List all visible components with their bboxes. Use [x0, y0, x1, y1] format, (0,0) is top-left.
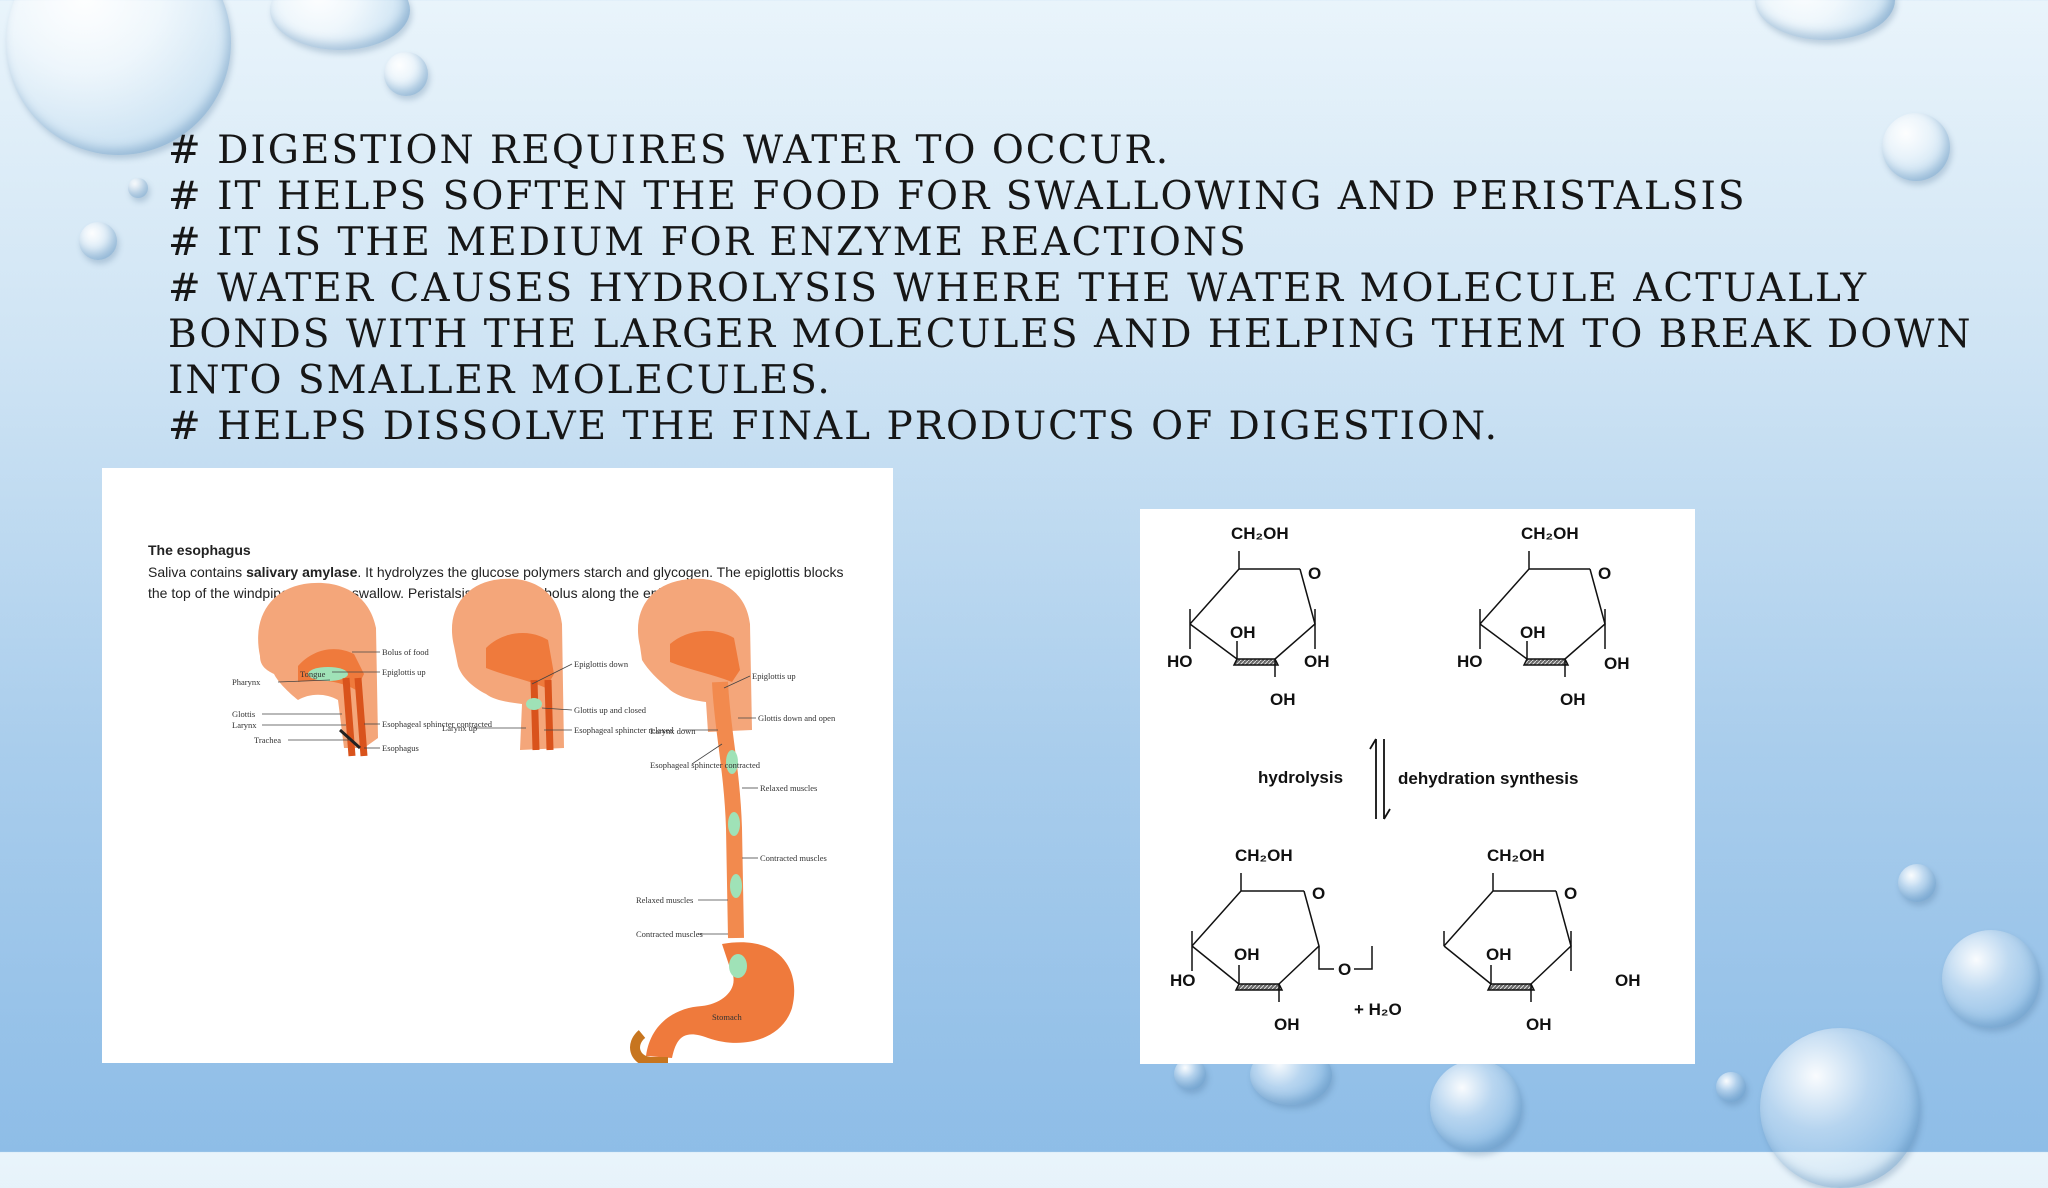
label-sphincter-contracted-3: Esophageal sphincter contracted [650, 760, 761, 770]
label-relaxed-muscles-2: Relaxed muscles [636, 895, 693, 905]
head-profile-2 [451, 578, 564, 751]
bullet-item: # It helps soften the food for swallowin… [168, 174, 1747, 219]
oh-label: OH [1274, 1015, 1300, 1034]
ch2oh-label: CH₂OH [1521, 524, 1579, 543]
oh-label: OH [1604, 654, 1630, 673]
maltose-molecule [1191, 873, 1572, 1002]
label-larynx-down: Larynx down [650, 726, 696, 736]
oh-label: OH [1234, 945, 1260, 964]
label-esophagus: Esophagus [382, 743, 419, 753]
water-drop-decoration [1760, 1028, 1920, 1188]
oh-label: OH [1560, 690, 1586, 709]
oh-label: OH [1230, 623, 1256, 642]
bullet-item: # Helps dissolve the final products of d… [168, 404, 1499, 449]
label-trachea: Trachea [254, 735, 281, 745]
water-drop-decoration [79, 222, 117, 260]
bullet-item: # Water causes hydrolysis where the wate… [168, 266, 1973, 403]
hydrolysis-label: hydrolysis [1258, 768, 1343, 787]
water-drop-decoration [1898, 864, 1936, 902]
label-larynx-up: Larynx up [442, 723, 477, 733]
slide-bullet-list: # Digestion requires water to occur. # I… [168, 128, 2028, 450]
esophagus-diagram: Bolus of food Tongue Pharynx Epiglottis … [232, 578, 836, 1063]
label-contracted-muscles: Contracted muscles [760, 853, 827, 863]
label-epiglottis-up: Epiglottis up [382, 667, 426, 677]
label-bolus: Bolus of food [382, 647, 430, 657]
oh-label: OH [1486, 945, 1512, 964]
ch2oh-label: CH₂OH [1487, 846, 1545, 865]
label-relaxed-muscles: Relaxed muscles [760, 783, 817, 793]
ring-oxygen-label: O [1564, 884, 1577, 903]
label-sphincter-relaxed: Esophageal sphincter relaxed [574, 725, 674, 735]
glycosidic-oxygen-label: O [1338, 960, 1351, 979]
water-drop-decoration [384, 52, 428, 96]
oh-label: OH [1520, 623, 1546, 642]
hydrolysis-diagram: CH₂OH O OH HO OH OH CH₂OH O OH HO OH OH … [1167, 524, 1641, 1034]
label-epiglottis-down: Epiglottis down [574, 659, 629, 669]
plus-water-label: + H₂O [1354, 1000, 1402, 1019]
glucose-molecule-2 [1479, 551, 1606, 677]
label-stomach: Stomach [712, 1012, 742, 1022]
oh-label: OH [1304, 652, 1330, 671]
water-drop-decoration [1882, 113, 1950, 181]
bullet-item: # Digestion requires water to occur. [168, 128, 1171, 173]
head-profile-3 [630, 578, 795, 1063]
glucose-molecule-1 [1189, 551, 1316, 677]
ring-oxygen-label: O [1308, 564, 1321, 583]
hydrolysis-figure: CH₂OH O OH HO OH OH CH₂OH O OH HO OH OH … [1140, 509, 1695, 1064]
label-pharynx: Pharynx [232, 677, 261, 687]
label-epiglottis-up-3: Epiglottis up [752, 671, 796, 681]
label-glottis: Glottis [232, 709, 255, 719]
head-profile-1 [258, 582, 378, 757]
water-drop-decoration [270, 0, 410, 50]
ring-oxygen-label: O [1312, 884, 1325, 903]
caption-bold-term: salivary amylase [246, 564, 358, 580]
label-tongue: Tongue [300, 669, 326, 679]
equilibrium-arrows [1369, 738, 1391, 820]
label-contracted-muscles-2: Contracted muscles [636, 929, 703, 939]
dehydration-synthesis-label: dehydration synthesis [1398, 769, 1578, 788]
ho-label: HO [1457, 652, 1483, 671]
oh-label: OH [1526, 1015, 1552, 1034]
ho-label: HO [1170, 971, 1196, 990]
esophagus-figure-title: The esophagus [148, 542, 251, 558]
ch2oh-label: CH₂OH [1235, 846, 1293, 865]
oh-label: OH [1615, 971, 1641, 990]
label-glottis-up-closed: Glottis up and closed [574, 705, 647, 715]
water-drop-decoration [1716, 1072, 1746, 1102]
ring-oxygen-label: O [1598, 564, 1611, 583]
ho-label: HO [1167, 652, 1193, 671]
water-drop-decoration [128, 178, 148, 198]
label-glottis-down-open: Glottis down and open [758, 713, 836, 723]
leader-lines [262, 651, 758, 935]
esophagus-figure: The esophagus Saliva contains salivary a… [102, 468, 893, 1063]
oh-label: OH [1270, 690, 1296, 709]
water-drop-decoration [1942, 930, 2040, 1028]
caption-text: Saliva contains [148, 564, 247, 580]
water-drop-decoration [1755, 0, 1895, 40]
ch2oh-label: CH₂OH [1231, 524, 1289, 543]
bullet-item: # It is the medium for enzyme reactions [168, 220, 1248, 265]
label-sphincter-contracted: Esophageal sphincter contracted [382, 719, 493, 729]
label-larynx: Larynx [232, 720, 257, 730]
water-drop-decoration [1430, 1060, 1522, 1152]
